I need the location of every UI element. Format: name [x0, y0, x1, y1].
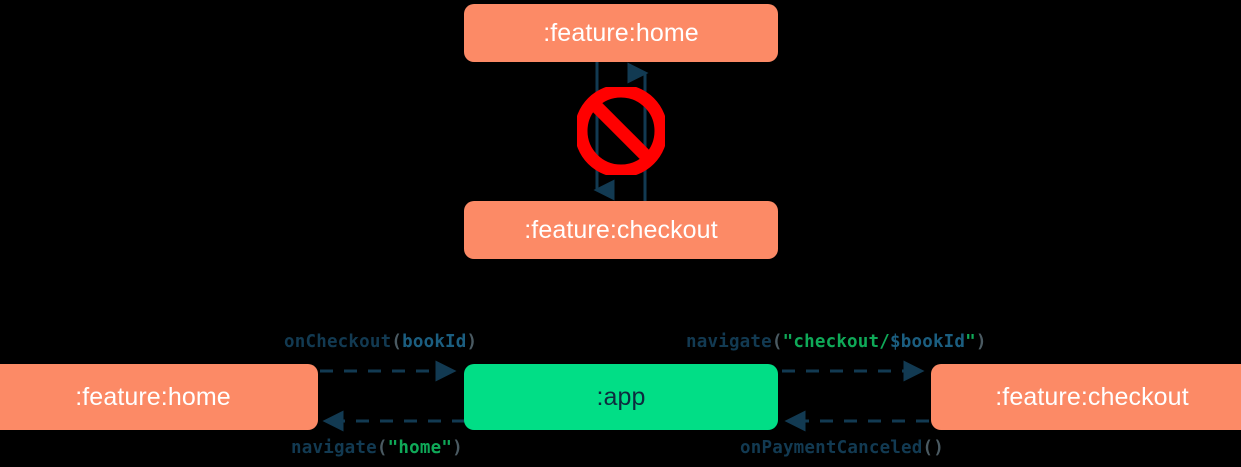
node-feature-home-bottom[interactable]: :feature:home [0, 364, 318, 430]
code-token-string: "home" [387, 438, 453, 458]
code-token-punct: ( [391, 332, 403, 352]
code-token-punct: ( [771, 332, 783, 352]
forbidden-sign-icon [577, 87, 665, 175]
edge-label-onpaymentcanceled: onPaymentCanceled() [740, 438, 944, 458]
code-token-punct: ) [452, 438, 463, 458]
code-token-string: " [965, 332, 976, 352]
code-token-punct: ( [376, 438, 388, 458]
code-token-punct: () [922, 438, 944, 458]
code-token-function: navigate [291, 438, 377, 458]
code-token-function: onCheckout [284, 332, 392, 352]
node-app[interactable]: :app [464, 364, 778, 430]
code-token-variable: bookId [402, 332, 467, 352]
code-token-template: $bookId [890, 332, 966, 352]
code-token-punct: ) [466, 332, 478, 352]
code-token-function: onPaymentCanceled [740, 438, 923, 458]
edge-label-navigate-home: navigate("home") [291, 438, 463, 458]
edge-label-oncheckout: onCheckout(bookId) [284, 332, 477, 352]
code-token-punct: ) [975, 332, 987, 352]
code-token-string: "checkout/ [782, 332, 890, 352]
node-feature-checkout-bottom[interactable]: :feature:checkout [931, 364, 1241, 430]
node-feature-home-top[interactable]: :feature:home [464, 4, 778, 62]
edge-label-navigate-checkout: navigate("checkout/$bookId") [686, 332, 987, 352]
node-feature-checkout-top[interactable]: :feature:checkout [464, 201, 778, 259]
code-token-function: navigate [686, 332, 772, 352]
